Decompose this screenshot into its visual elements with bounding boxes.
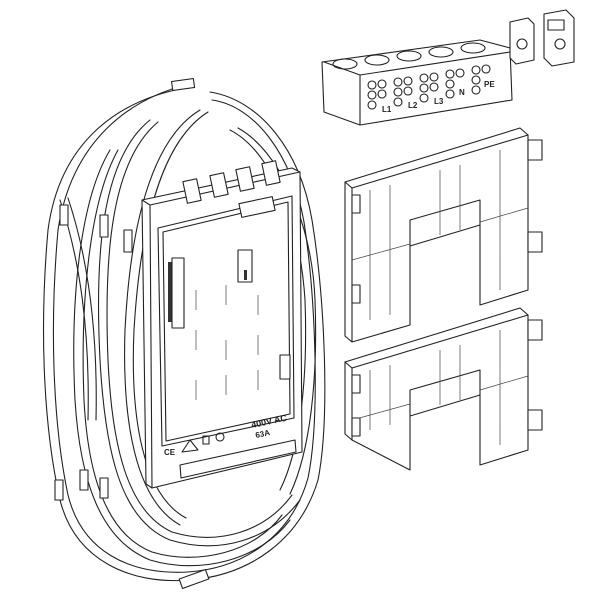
ce-mark: CE — [164, 448, 176, 457]
terminal-label-pe: PE — [484, 80, 495, 89]
current-rating: 63A — [255, 428, 271, 440]
terminal-label-l2: L2 — [408, 101, 418, 110]
mounting-bracket-upper — [344, 127, 543, 343]
terminal-label-n: N — [459, 88, 465, 97]
terminal-clamps — [509, 9, 575, 67]
terminal-label-l3: L3 — [434, 97, 444, 106]
weee-bin-icon — [202, 435, 210, 445]
cable-ferrules — [54, 77, 210, 590]
meter-panel: 400V AC 63A CE — [141, 160, 303, 489]
terminal-label-l1: L1 — [382, 105, 392, 114]
warning-symbol-icon — [181, 439, 199, 453]
mounting-bracket-lower — [344, 307, 543, 471]
terminal-block: L1 L2 L3 N PE — [321, 39, 513, 126]
info-icon — [215, 432, 225, 442]
